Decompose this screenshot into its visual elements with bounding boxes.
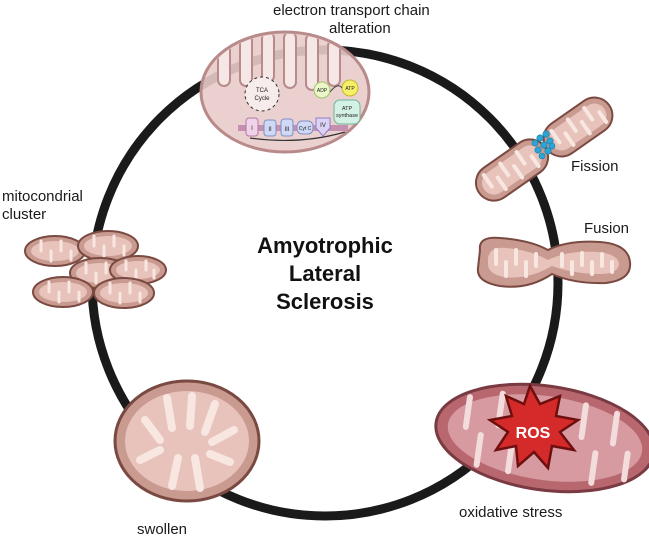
svg-text:III: III — [284, 127, 289, 133]
svg-text:IV: IV — [320, 123, 326, 129]
svg-text:synthase: synthase — [336, 113, 358, 119]
oxidative-mitochondrion: ROS — [434, 382, 649, 494]
title-line-2: Lateral — [288, 261, 362, 286]
complex-i — [245, 117, 259, 137]
svg-text:ADP: ADP — [317, 88, 328, 94]
oxidative-stress-label: oxidative stress — [459, 504, 563, 521]
fission-mitochondria — [474, 96, 614, 202]
svg-text:ATP: ATP — [345, 86, 355, 92]
cluster-label-line2: cluster — [2, 206, 47, 223]
cluster-label-line1: mitocondrial — [2, 188, 83, 205]
svg-text:I: I — [251, 126, 253, 132]
cyt-c — [296, 120, 314, 135]
swollen-mitochondrion — [113, 379, 261, 503]
svg-text:Cyt C: Cyt C — [299, 126, 312, 132]
page-title: Amyotrophic Lateral Sclerosis — [215, 232, 435, 316]
ros-burst — [486, 382, 582, 471]
swollen-label: swollen — [137, 521, 188, 538]
svg-text:II: II — [268, 127, 272, 133]
etc-mitochondrion: TCA Cycle I II III Cyt C IV ATP synthase… — [199, 30, 371, 154]
tca-label-2: Cycle — [254, 96, 270, 102]
fusion-mitochondrion — [476, 236, 632, 288]
fission-protein-dots — [531, 130, 556, 160]
svg-text:ATP: ATP — [342, 106, 353, 112]
mitochondrial-cluster — [24, 230, 167, 309]
title-line-3: Sclerosis — [276, 289, 374, 314]
etc-label-line1: electron transport chain — [273, 2, 430, 19]
atp-synthase — [333, 99, 361, 125]
title-line-1: Amyotrophic — [257, 233, 393, 258]
tca-label: TCA — [256, 88, 268, 94]
fission-label: Fission — [571, 158, 619, 175]
complex-ii — [263, 119, 277, 137]
adp-molecule — [313, 81, 331, 99]
ros-label: ROS — [516, 425, 551, 442]
fusion-label: Fusion — [584, 220, 630, 237]
etc-label-line2: alteration — [329, 20, 391, 37]
complex-iii — [280, 118, 294, 137]
complex-iv — [315, 117, 331, 137]
